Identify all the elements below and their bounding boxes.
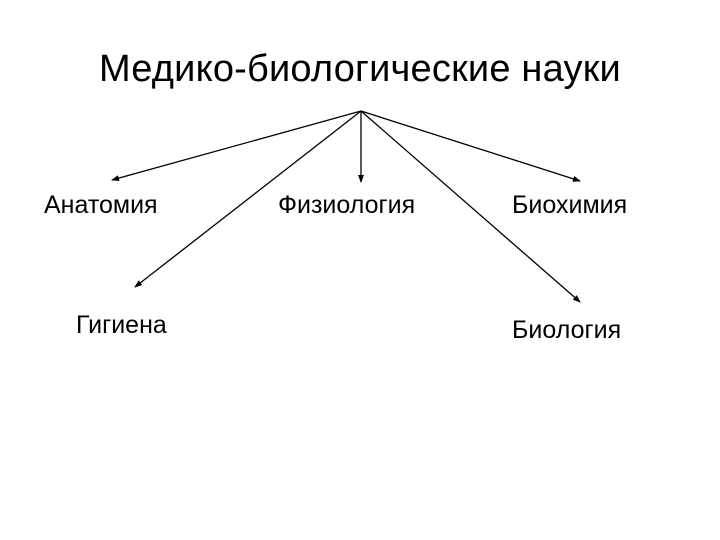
arrow-to-biochemistry xyxy=(360,110,581,182)
arrow-to-anatomy xyxy=(111,110,362,182)
node-physiology: Физиология xyxy=(278,191,416,219)
node-anatomy: Анатомия xyxy=(44,191,158,219)
diagram-title: Медико-биологические науки xyxy=(99,48,621,90)
node-hygiene: Гигиена xyxy=(76,311,167,339)
node-biology: Биология xyxy=(512,316,622,344)
node-biochemistry: Биохимия xyxy=(512,191,628,219)
